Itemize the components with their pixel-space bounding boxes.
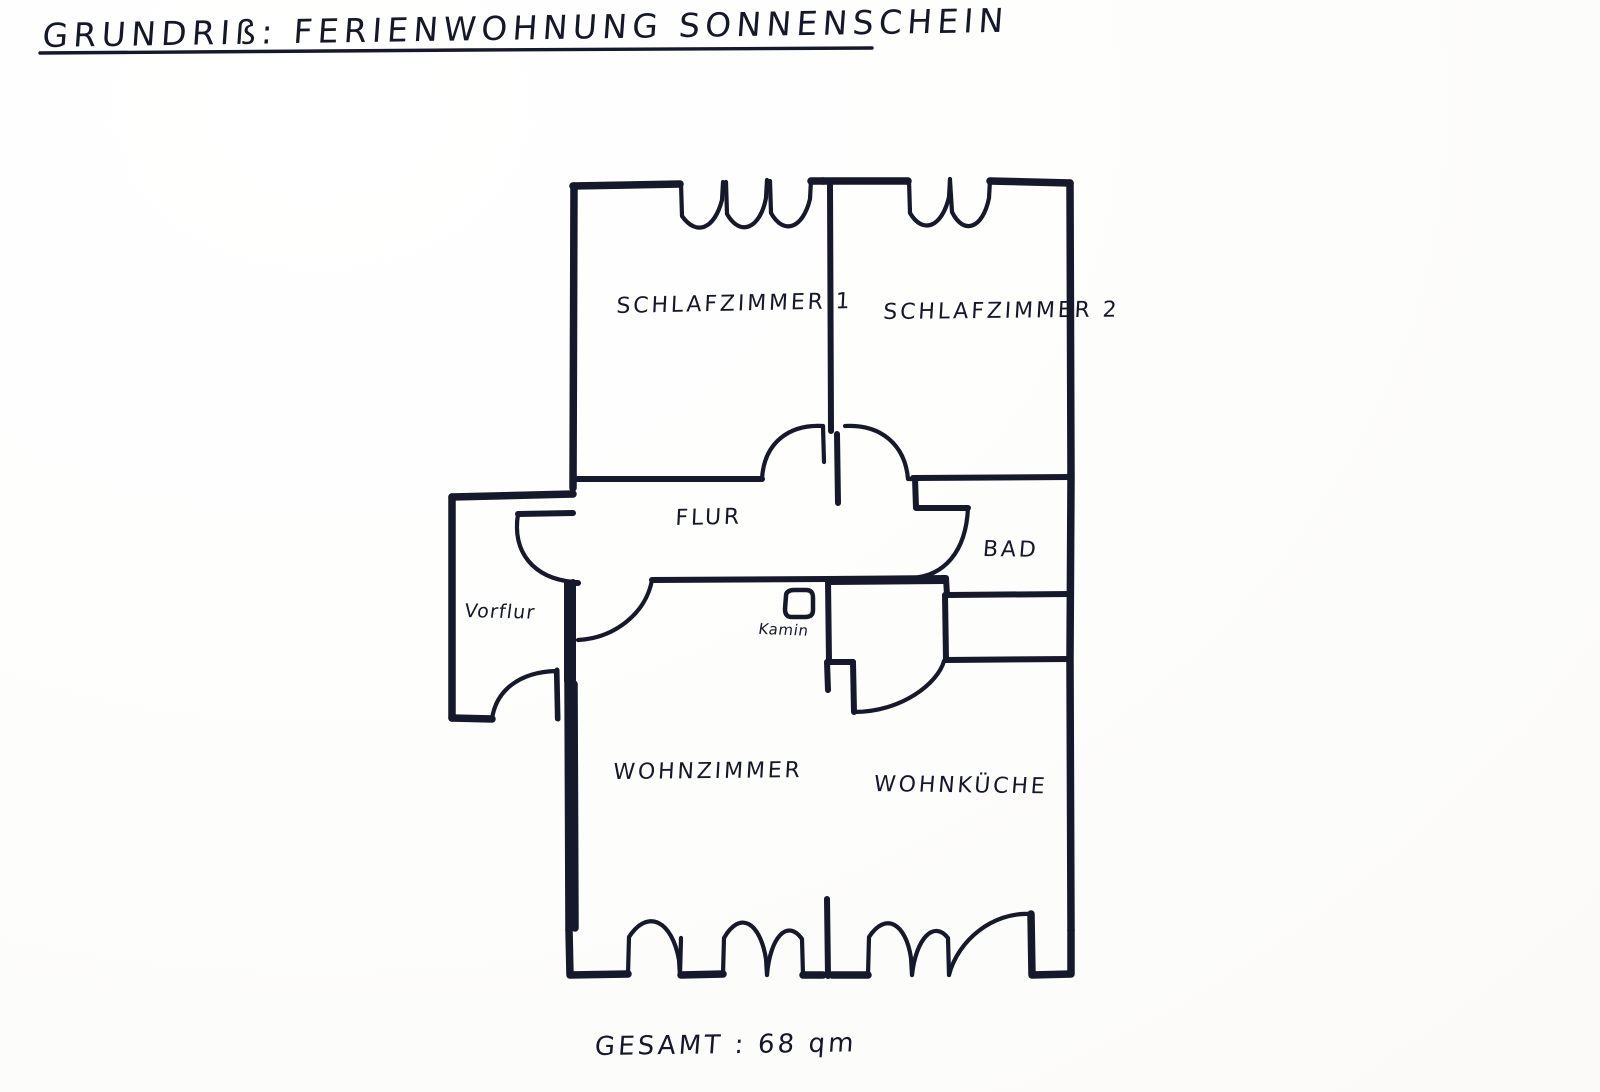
room-label-vorflur: Vorflur — [463, 600, 537, 624]
east-wall — [1066, 179, 1075, 934]
window-north-3 — [767, 177, 814, 229]
wall-flur-south-mid — [649, 576, 830, 583]
window-south-5 — [865, 921, 915, 978]
window-south-2 — [677, 935, 684, 978]
room-label-wohnzimmer: WOHNZIMMER — [612, 758, 804, 786]
title-underline — [38, 46, 874, 55]
window-south-6 — [909, 928, 952, 978]
south-wall-center-mullion — [824, 896, 831, 979]
wall-vorflur-flur-top — [515, 510, 576, 517]
wall-closet-north — [826, 578, 947, 585]
door-swing-wohnzimmer — [575, 576, 659, 643]
north-wall-left — [569, 180, 684, 190]
feature-label-kamin: Kamin — [757, 620, 811, 640]
window-south-3 — [720, 920, 770, 978]
window-north-2 — [723, 177, 770, 230]
room-label-wohnkueche: WOHNKÜCHE — [872, 772, 1049, 800]
south-wall-right — [1027, 910, 1075, 979]
window-north-4 — [906, 176, 953, 228]
entry-door-leaf — [554, 667, 561, 722]
wall-closet-stub — [824, 659, 831, 693]
west-wall-lower-inner — [570, 680, 579, 932]
room-label-schlafzimmer-1: SCHLAFZIMMER 1 — [615, 289, 854, 320]
north-wall-right — [986, 177, 1074, 187]
door-swing-vorflur — [514, 511, 579, 586]
south-wall-seg-1 — [677, 970, 727, 979]
door-swing-kueche — [851, 658, 947, 715]
wall-bedroom2-flur — [910, 474, 1074, 481]
wall-closet-door-jamb — [850, 659, 857, 715]
wall-closet-west — [825, 577, 832, 665]
window-north-5 — [947, 177, 993, 229]
door-swing-bedroom1 — [759, 423, 827, 482]
wall-bad-south-lower — [943, 656, 1073, 663]
window-south-4 — [764, 928, 806, 978]
total-area-label: GESAMT : 68 qm — [593, 1028, 858, 1063]
wall-bad-north-step — [912, 475, 971, 511]
south-wall-left — [565, 926, 632, 979]
room-label-schlafzimmer-2: SCHLAFZIMMER 2 — [882, 297, 1121, 326]
west-wall-upper — [569, 182, 578, 492]
window-south-1 — [625, 919, 683, 979]
vorflur-south-wall — [448, 714, 496, 723]
wall-bad-west-lower — [942, 592, 949, 663]
wall-between-bedrooms-lower — [834, 431, 841, 506]
door-swing-bad — [909, 505, 971, 581]
west-wall-lower — [564, 677, 573, 934]
room-label-flur: FLUR — [674, 504, 743, 532]
door-swing-entry — [489, 668, 560, 722]
window-south-7 — [946, 911, 1034, 978]
wall-bad-south — [944, 591, 1073, 598]
kamin-icon — [782, 587, 816, 620]
door-swing-bedroom2 — [842, 423, 918, 482]
window-north-1 — [678, 179, 726, 230]
wall-between-bedrooms — [827, 180, 834, 434]
room-label-bad: BAD — [981, 537, 1040, 563]
vorflur-north-wall — [448, 490, 577, 501]
